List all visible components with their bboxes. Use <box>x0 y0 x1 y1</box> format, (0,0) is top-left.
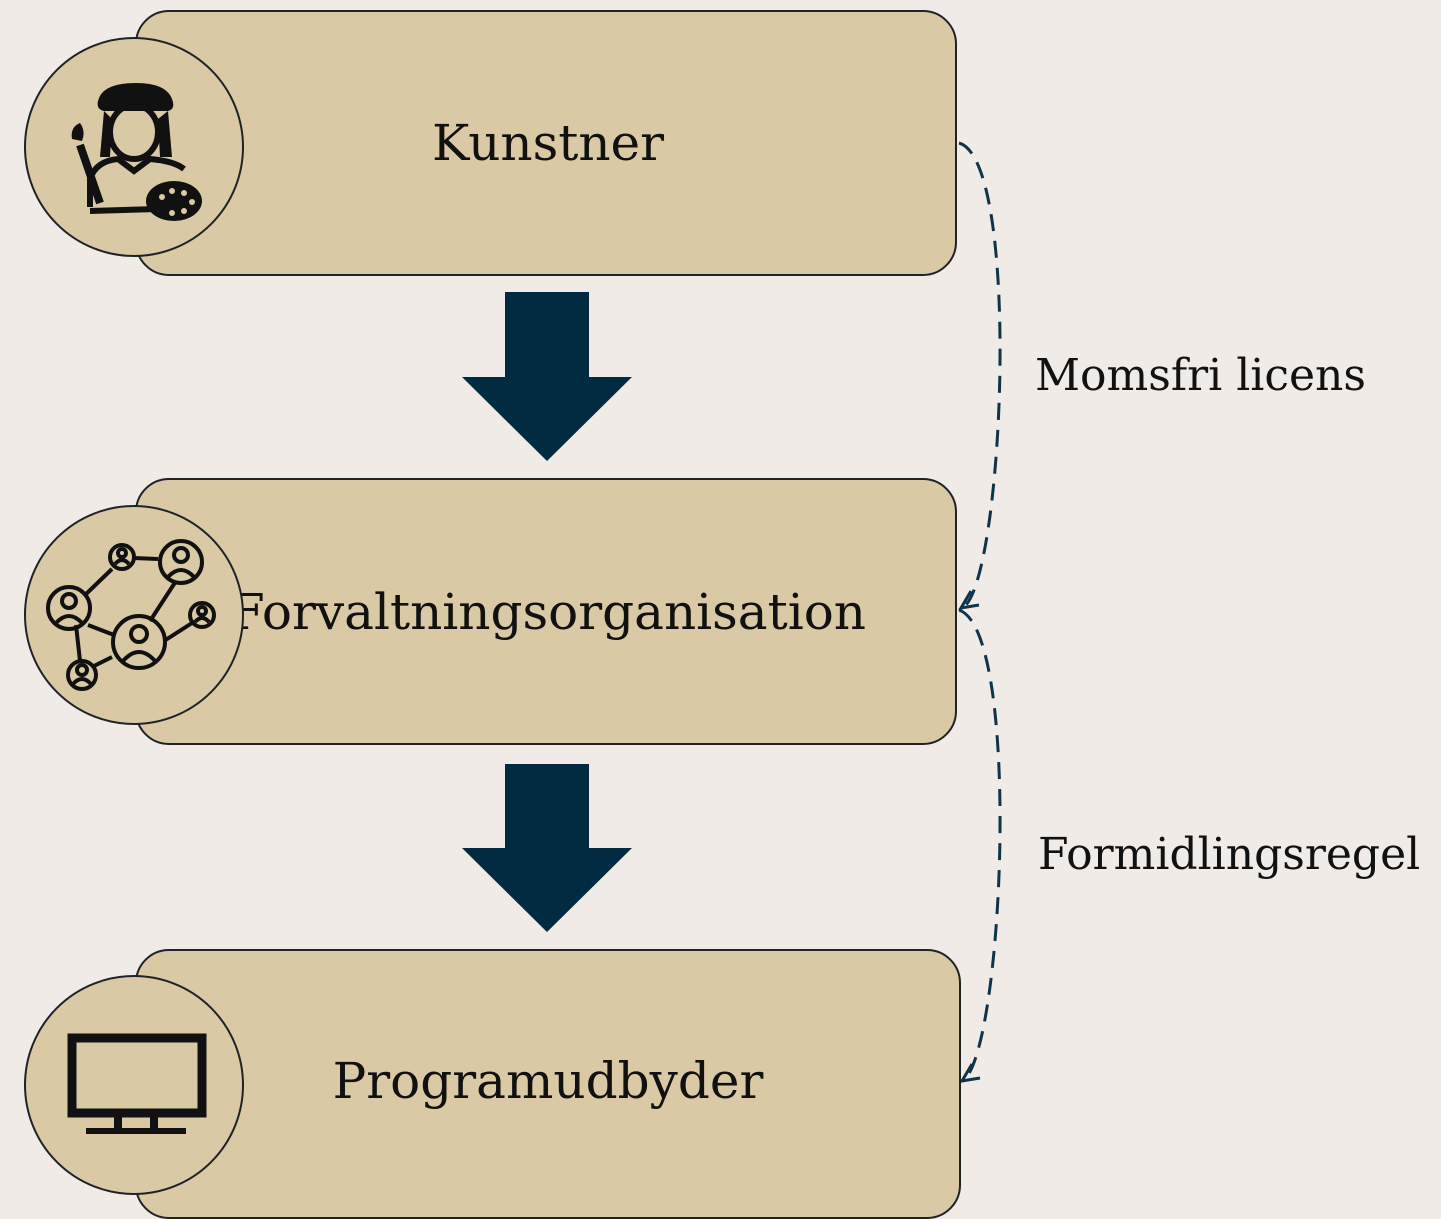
node-label: Programudbyder <box>332 1052 764 1110</box>
monitor-icon <box>67 1033 207 1134</box>
network-icon <box>46 539 216 691</box>
node-box-kunstner: Kunstner <box>135 10 957 276</box>
dashed-connector-2 <box>958 608 1002 1079</box>
arrowhead-1 <box>958 590 980 611</box>
monitor-icon-circle <box>24 975 244 1195</box>
node-label: Forvaltningsorganisation <box>229 582 867 641</box>
down-arrow-2 <box>462 764 632 932</box>
edge-label-momsfri-licens: Momsfri licens <box>1035 350 1366 401</box>
network-icon-circle <box>24 505 244 725</box>
dashed-connector-1 <box>958 141 1002 606</box>
node-label: Kunstner <box>431 114 665 172</box>
node-box-forvaltningsorganisation: Forvaltningsorganisation <box>135 478 957 745</box>
artist-icon-circle <box>24 37 244 257</box>
arrowhead-2 <box>959 1063 981 1084</box>
edge-label-formidlingsregel: Formidlingsregel <box>1038 829 1421 880</box>
node-box-programudbyder: Programudbyder <box>135 949 961 1219</box>
artist-icon <box>71 83 202 221</box>
down-arrow-1 <box>462 292 632 461</box>
